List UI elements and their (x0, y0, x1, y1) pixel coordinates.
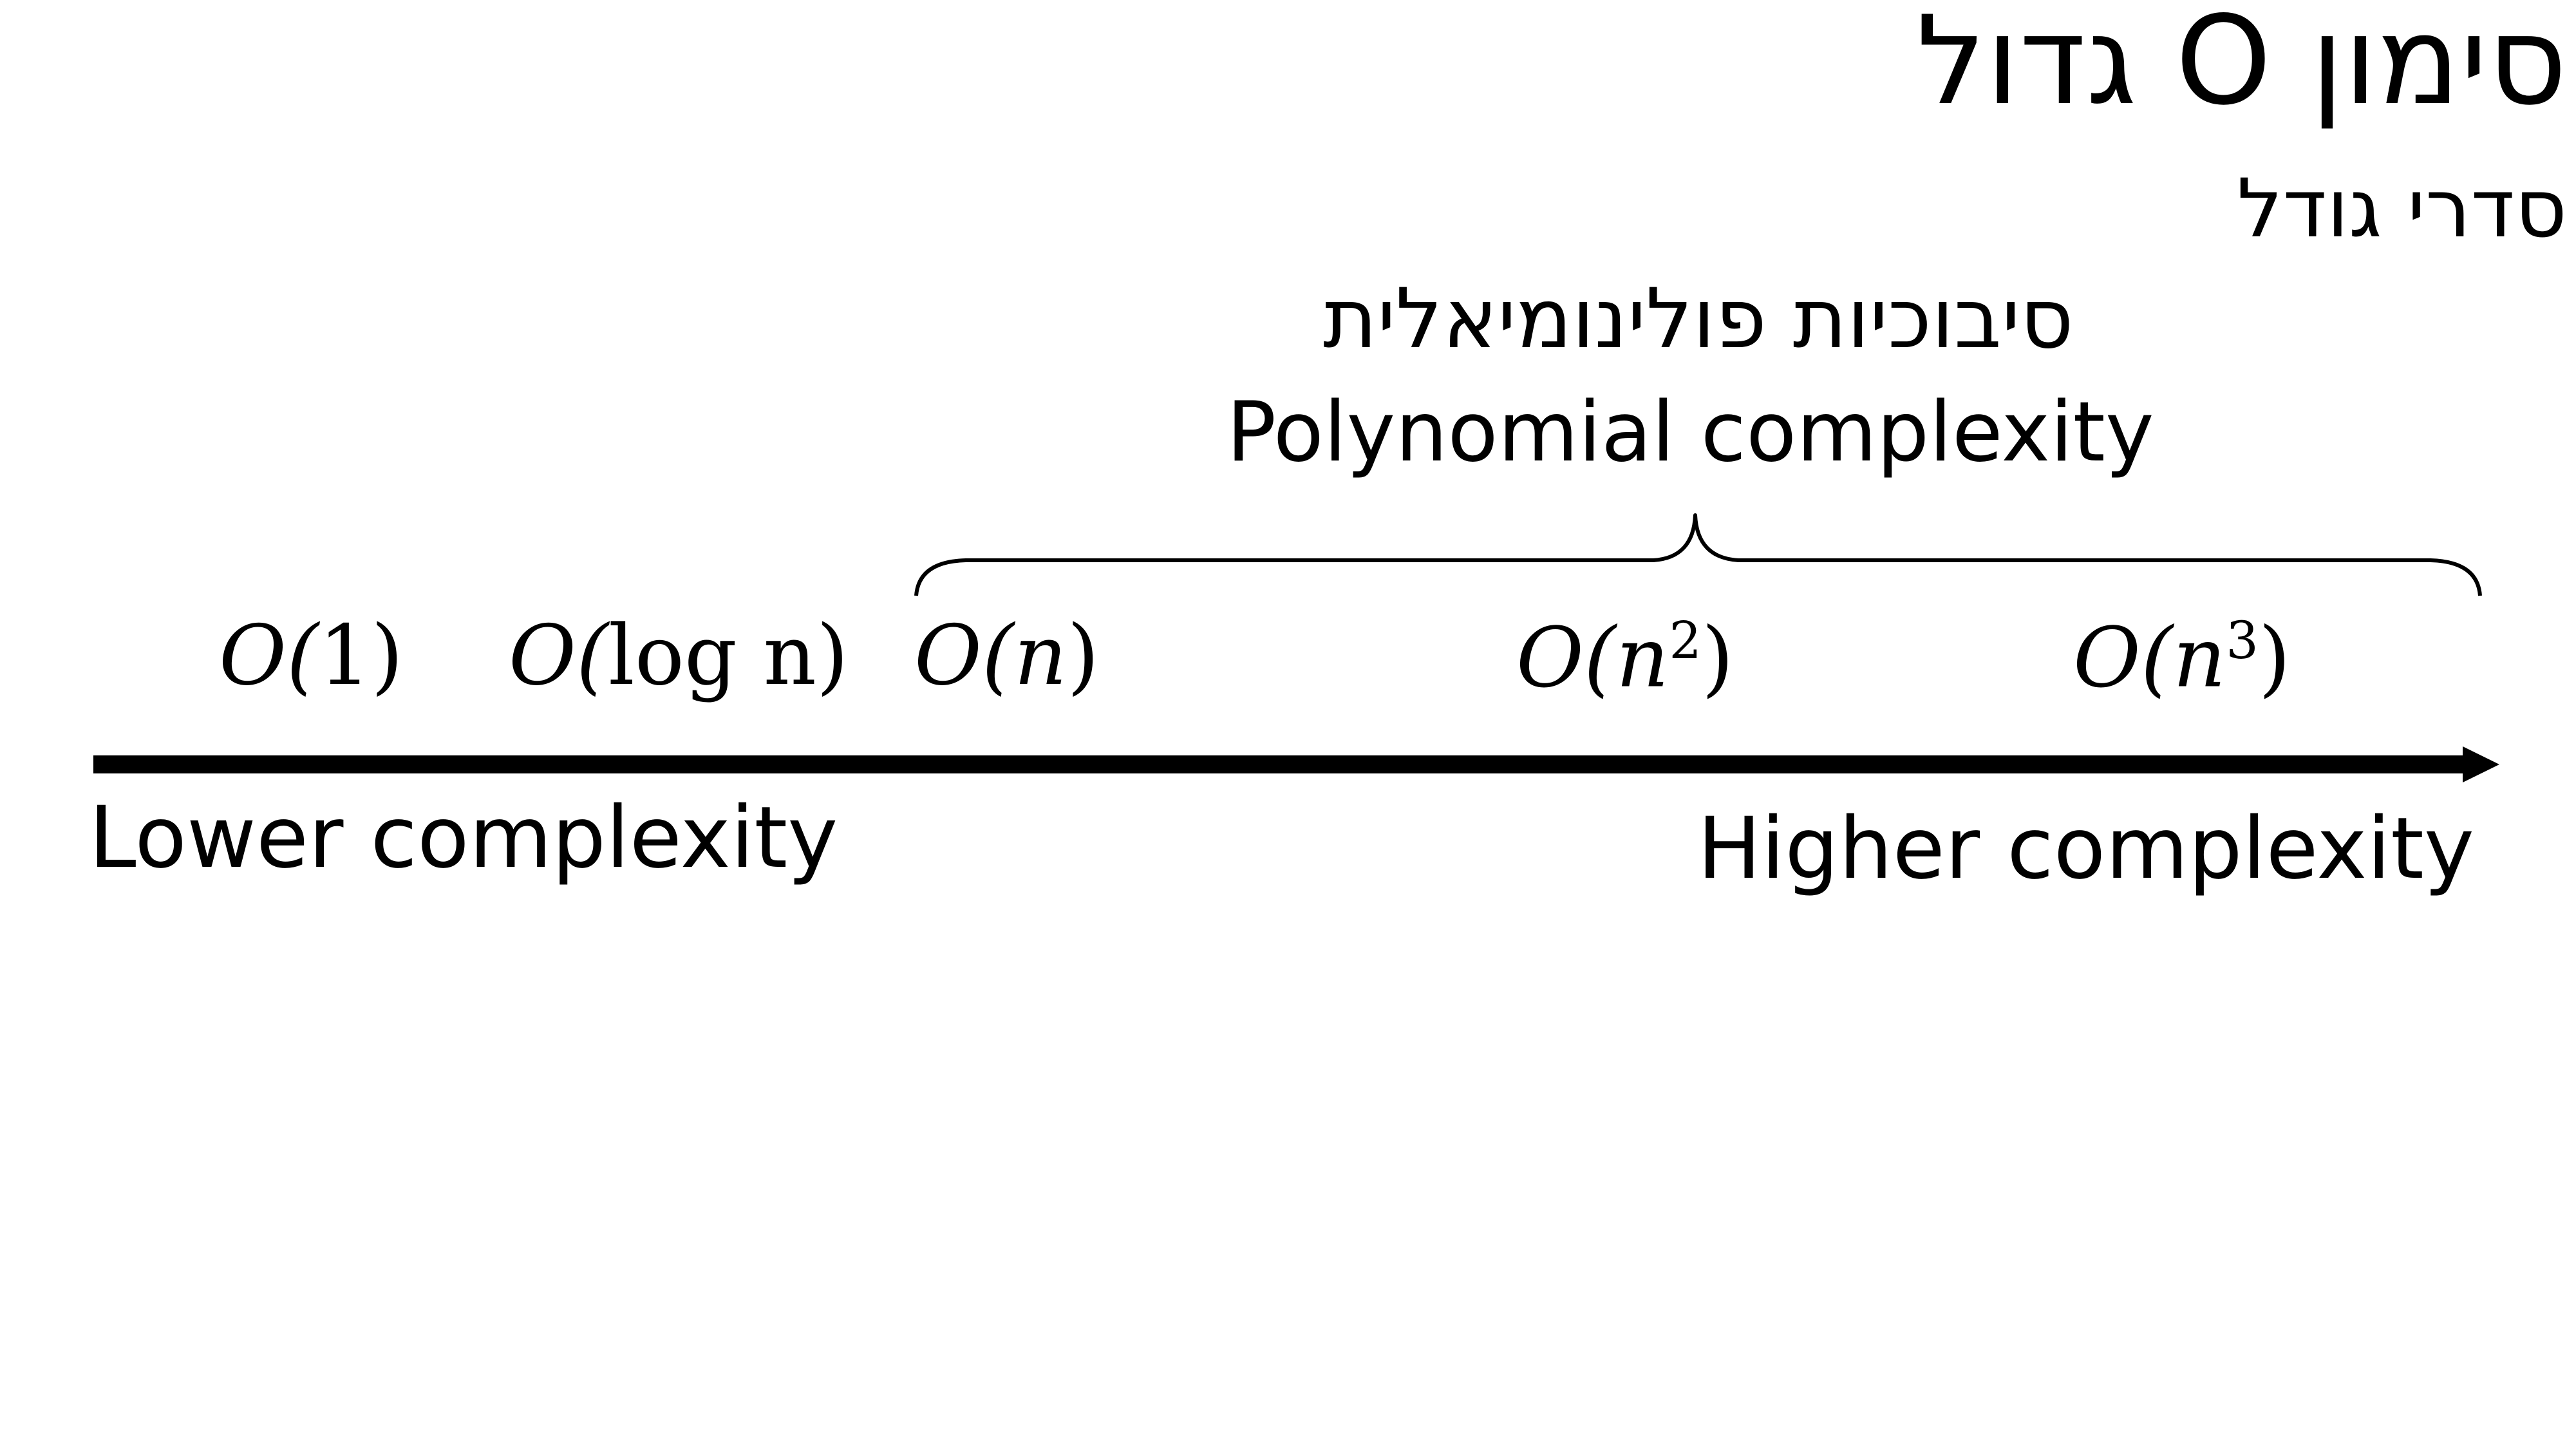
complexity-constant: O(1) (219, 608, 404, 704)
complexity-quadratic: O(n2) (1516, 610, 1734, 706)
polynomial-label-hebrew: סיבוכיות פולינומיאלית (1323, 271, 2074, 367)
complexity-cubic: O(n3) (2073, 610, 2291, 706)
complexity-logarithmic: O(log n) (509, 608, 849, 704)
complexity-linear: O(n) (914, 608, 1100, 704)
polynomial-label-english: Polynomial complexity (1227, 384, 2154, 480)
slide-subtitle: סדרי גודל (2237, 162, 2567, 256)
axis-arrowhead-icon (2463, 746, 2499, 782)
polynomial-brace (914, 513, 2482, 596)
slide-title: סימון O גדול (1916, 0, 2567, 132)
higher-complexity-label: Higher complexity (1697, 799, 2474, 898)
lower-complexity-label: Lower complexity (89, 788, 838, 887)
